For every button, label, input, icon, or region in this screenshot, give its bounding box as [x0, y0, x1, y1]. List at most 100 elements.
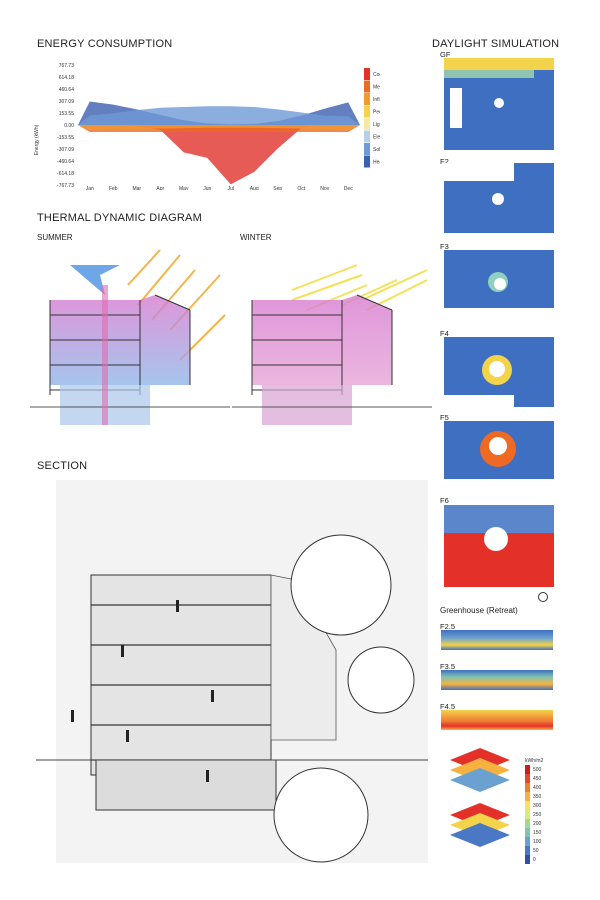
x-tick-label: Jun	[203, 186, 211, 190]
legend-label: Infiltration	[373, 97, 380, 103]
scale-swatch	[525, 774, 530, 783]
gh-label-f25: F2.5	[440, 622, 456, 631]
x-tick-label: Mar	[132, 186, 141, 190]
scale-swatch	[525, 837, 530, 846]
greenhouse-title: Greenhouse (Retreat)	[440, 606, 518, 615]
north-arrow-icon	[538, 592, 548, 602]
legend-label: Cooling	[373, 72, 380, 78]
legend-swatch	[364, 118, 370, 130]
winter-diagram	[232, 264, 432, 425]
scale-value: 350	[533, 794, 542, 800]
f3-cutout	[444, 308, 554, 320]
x-tick-label: Nov	[320, 186, 329, 190]
floor-label-f4: F4	[440, 329, 449, 338]
f5-cutout	[444, 479, 554, 491]
y-tick-label: 0.00	[64, 123, 74, 129]
legend-swatch	[364, 93, 370, 105]
y-tick-label: 153.55	[59, 111, 75, 117]
legend-label: Electric Equipment	[373, 135, 380, 141]
legend-label: Mechanical Ventilation	[373, 85, 380, 91]
kwh-scale-unit: kWh/m2	[525, 758, 544, 764]
legend-swatch	[364, 80, 370, 93]
detail-circle-top	[290, 534, 392, 636]
scale-value: 250	[533, 812, 542, 818]
legend-swatch	[364, 105, 370, 118]
legend-swatch	[364, 143, 370, 155]
f3-atrium	[494, 278, 506, 290]
legend-label: Solar	[373, 147, 380, 153]
f4-cutout	[444, 395, 514, 407]
daylight-map-f3	[444, 250, 554, 320]
summer-wind-arrow	[70, 265, 120, 295]
daylight-map-f2	[444, 163, 554, 233]
summer-label: SUMMER	[37, 233, 73, 242]
daylight-map-f5	[444, 421, 554, 491]
f4-atrium	[489, 361, 505, 377]
thermal-title: THERMAL DYNAMIC DIAGRAM	[37, 212, 202, 224]
x-tick-label: May	[179, 186, 189, 190]
scale-swatch	[525, 792, 530, 801]
x-tick-label: Feb	[109, 186, 118, 190]
winter-basement	[262, 385, 352, 425]
legend-label: Heating	[373, 160, 380, 166]
scale-swatch	[525, 819, 530, 828]
legend-swatch	[364, 155, 370, 168]
gf-atrium	[494, 98, 504, 108]
scale-value: 100	[533, 839, 542, 845]
x-tick-label: Sep	[273, 186, 282, 190]
scale-swatch	[525, 801, 530, 810]
detail-circle-middle	[347, 646, 415, 714]
scale-value: 400	[533, 785, 542, 791]
section-people	[71, 600, 214, 782]
floor-label-gf: GF	[440, 50, 451, 59]
summer-stack-arrow	[102, 285, 108, 425]
scale-value: 200	[533, 821, 542, 827]
area-cooling	[78, 125, 360, 185]
section-basement	[95, 759, 277, 811]
y-tick-label: -614.18	[57, 171, 74, 177]
section-drawing	[36, 480, 428, 863]
legend-swatch	[364, 68, 370, 80]
daylight-map-gf	[444, 58, 554, 150]
scale-value: 0	[533, 857, 536, 863]
y-tick-label: -307.09	[57, 147, 74, 153]
scale-swatch	[525, 765, 530, 774]
energy-chart: 767.73614.18460.64307.09153.550.00-153.5…	[34, 63, 380, 190]
scale-swatch	[525, 810, 530, 819]
gh-map-f35	[441, 670, 553, 690]
scale-value: 150	[533, 830, 542, 836]
f2-atrium	[492, 193, 504, 205]
x-tick-label: Apr	[156, 186, 164, 190]
axo-stack-bottom	[450, 803, 510, 847]
x-tick-label: Aug	[250, 186, 259, 190]
scale-swatch	[525, 846, 530, 855]
y-tick-label: -767.73	[57, 183, 74, 189]
detail-circle-bottom	[273, 767, 369, 863]
scale-value: 300	[533, 803, 542, 809]
legend-swatch	[364, 130, 370, 143]
axonometric-stack	[450, 748, 510, 847]
legend-label: People	[373, 110, 380, 116]
gf-void	[450, 88, 462, 128]
section-title: SECTION	[37, 460, 88, 472]
scale-swatch	[525, 828, 530, 837]
f6-atrium	[484, 527, 508, 551]
daylight-map-f6	[444, 505, 554, 587]
y-tick-label: 614.18	[59, 75, 75, 81]
axo-stack-top	[450, 748, 510, 792]
gf-bright-band	[444, 58, 554, 70]
x-tick-label: Jul	[228, 186, 234, 190]
scale-value: 450	[533, 776, 542, 782]
summer-diagram	[30, 249, 230, 425]
x-tick-label: Jan	[86, 186, 94, 190]
floor-label-f5: F5	[440, 413, 449, 422]
gh-map-f45	[441, 710, 553, 730]
energy-ylabel: Energy (kWh)	[34, 124, 40, 155]
y-tick-label: 307.09	[59, 99, 75, 105]
area-solar	[78, 106, 360, 125]
x-tick-label: Dec	[344, 186, 353, 190]
f5-atrium	[489, 437, 507, 455]
daylight-title: DAYLIGHT SIMULATION	[432, 38, 560, 50]
scale-value: 500	[533, 767, 542, 773]
